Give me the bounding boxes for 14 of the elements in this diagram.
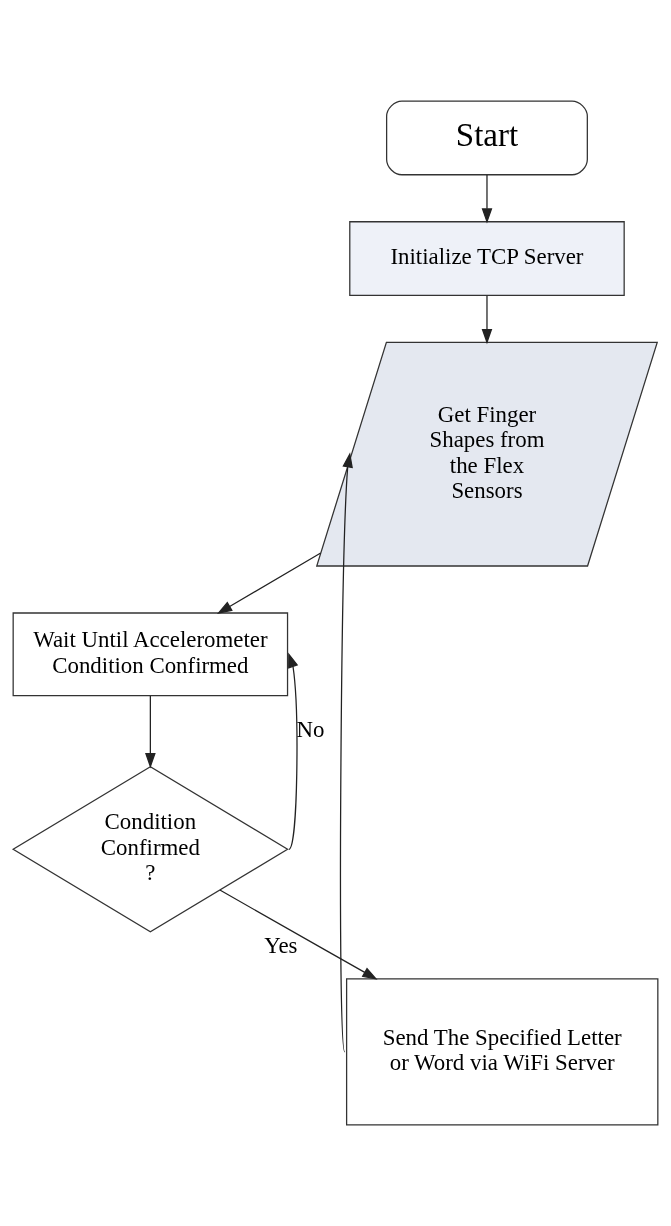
arrow bbox=[219, 889, 378, 980]
arrow bbox=[216, 552, 322, 614]
edge-label: No bbox=[296, 716, 325, 742]
node-box: Wait Until Accelerometer Condition Confirmed bbox=[12, 612, 289, 697]
node-box: Initialize TCP Server bbox=[349, 221, 625, 297]
arrow bbox=[481, 174, 493, 224]
arrow bbox=[339, 452, 353, 1053]
arrow bbox=[288, 652, 299, 850]
arrow bbox=[481, 295, 493, 345]
node-box: Start bbox=[386, 100, 588, 176]
node-box: Send The Specified Letter or Word via WiFi Server bbox=[345, 978, 659, 1126]
edge-label: Yes bbox=[264, 932, 298, 958]
node-diamond: Condition Confirmed ? bbox=[11, 765, 289, 933]
arrow bbox=[145, 695, 156, 769]
